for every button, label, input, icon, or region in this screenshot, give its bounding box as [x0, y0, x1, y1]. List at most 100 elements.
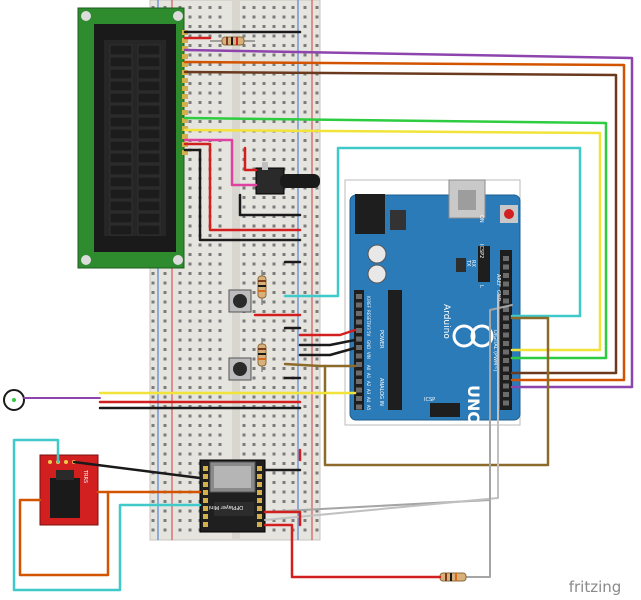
- breadboard-hole: [151, 443, 155, 446]
- arduino-uno: UNO Arduino AREF GND ICSP2 ICSP TX RX L …: [344, 179, 521, 426]
- arduino-a1-label: A1: [366, 373, 371, 379]
- breadboard-hole: [315, 386, 319, 389]
- breadboard-hole: [178, 443, 182, 446]
- breadboard-hole: [262, 253, 266, 256]
- arduino-logo: [452, 324, 494, 348]
- resistor-lcd-backlight: [210, 36, 255, 46]
- breadboard-hole: [282, 462, 286, 465]
- breadboard-hole: [188, 101, 192, 104]
- lcd-pin: [182, 46, 188, 51]
- breadboard-hole: [282, 405, 286, 408]
- wire-brown: [183, 70, 618, 375]
- mp3-module-label: DFPlayer Mini: [209, 504, 243, 510]
- breadboard-hole: [315, 120, 319, 123]
- breadboard-hole: [315, 15, 319, 19]
- breadboard-hole: [315, 500, 319, 503]
- breadboard-hole: [252, 120, 256, 123]
- breadboard-hole: [282, 15, 286, 19]
- breadboard-hole: [303, 481, 307, 484]
- breadboard-hole: [163, 272, 167, 275]
- breadboard-hole: [282, 500, 286, 503]
- breadboard-hole: [282, 338, 286, 342]
- push-button-1: [228, 289, 252, 313]
- lcd-cell: [109, 116, 133, 128]
- breadboard-hole: [188, 433, 192, 437]
- breadboard-hole: [218, 224, 222, 228]
- breadboard-hole: [272, 357, 276, 361]
- breadboard-hole: [272, 319, 276, 323]
- breadboard-hole: [163, 452, 167, 456]
- breadboard-hole: [242, 262, 246, 266]
- breadboard-hole: [252, 6, 256, 9]
- breadboard-hole: [188, 234, 192, 237]
- breadboard-hole: [272, 101, 276, 104]
- breadboard-hole: [163, 414, 167, 418]
- breadboard-hole: [252, 158, 256, 161]
- breadboard-hole: [151, 528, 155, 532]
- arduino-on-label: ON: [478, 215, 484, 223]
- arduino-digital-label: DIGITAL (PWM~): [492, 330, 498, 372]
- breadboard-hole: [282, 310, 286, 313]
- breadboard-hole: [291, 205, 295, 209]
- lcd-cell: [137, 200, 161, 212]
- breadboard-hole: [163, 528, 167, 532]
- breadboard-hole: [252, 44, 256, 47]
- breadboard-hole: [208, 367, 212, 370]
- breadboard-hole: [188, 120, 192, 123]
- breadboard-hole: [208, 53, 212, 57]
- breadboard-hole: [218, 386, 222, 389]
- breadboard-hole: [198, 291, 202, 294]
- breadboard-hole: [262, 139, 266, 142]
- breadboard-hole: [188, 272, 192, 275]
- breadboard-hole: [315, 528, 319, 532]
- breadboard-hole: [218, 452, 222, 456]
- breadboard-hole: [163, 509, 167, 513]
- breadboard-hole: [303, 139, 307, 142]
- wire-black-gnd2: [298, 346, 357, 357]
- breadboard-hole: [303, 338, 307, 342]
- breadboard-hole: [188, 110, 192, 114]
- arduino-digital-pin: [503, 358, 509, 363]
- breadboard-hole: [291, 424, 295, 427]
- breadboard-hole: [242, 205, 246, 209]
- breadboard-hole: [151, 357, 155, 361]
- breadboard-hole: [178, 452, 182, 456]
- breadboard-hole: [198, 329, 202, 332]
- breadboard-hole: [291, 281, 295, 285]
- breadboard-hole: [252, 405, 256, 408]
- breadboard-hole: [303, 91, 307, 95]
- arduino-digital-pin: [503, 256, 509, 261]
- breadboard-hole: [291, 82, 295, 85]
- breadboard-hole: [272, 148, 276, 152]
- breadboard-hole: [242, 101, 246, 104]
- breadboard-hole: [151, 509, 155, 513]
- breadboard-hole: [208, 91, 212, 95]
- lcd-pin: [182, 94, 188, 99]
- breadboard-hole: [151, 367, 155, 370]
- breadboard-hole: [188, 291, 192, 294]
- breadboard-hole: [272, 452, 276, 456]
- breadboard-hole: [198, 338, 202, 342]
- breadboard-hole: [198, 272, 202, 275]
- breadboard-hole: [315, 110, 319, 114]
- breadboard-hole: [163, 291, 167, 294]
- lcd-cell: [109, 44, 133, 56]
- lcd-cell: [109, 164, 133, 176]
- mp3-pin: [257, 514, 262, 519]
- breadboard-hole: [272, 348, 276, 351]
- breadboard-hole: [303, 167, 307, 171]
- breadboard-hole: [303, 110, 307, 114]
- breadboard-hole: [188, 158, 192, 161]
- breadboard-hole: [218, 281, 222, 285]
- breadboard-hole: [315, 139, 319, 142]
- breadboard-hole: [163, 300, 167, 304]
- breadboard-hole: [262, 53, 266, 57]
- breadboard-hole: [315, 481, 319, 484]
- arduino-power-pin: [356, 379, 362, 384]
- breadboard-hole: [252, 395, 256, 399]
- breadboard-hole: [198, 53, 202, 57]
- breadboard-hole: [282, 329, 286, 332]
- breadboard-hole: [208, 386, 212, 389]
- breadboard-hole: [291, 319, 295, 323]
- breadboard-hole: [272, 224, 276, 228]
